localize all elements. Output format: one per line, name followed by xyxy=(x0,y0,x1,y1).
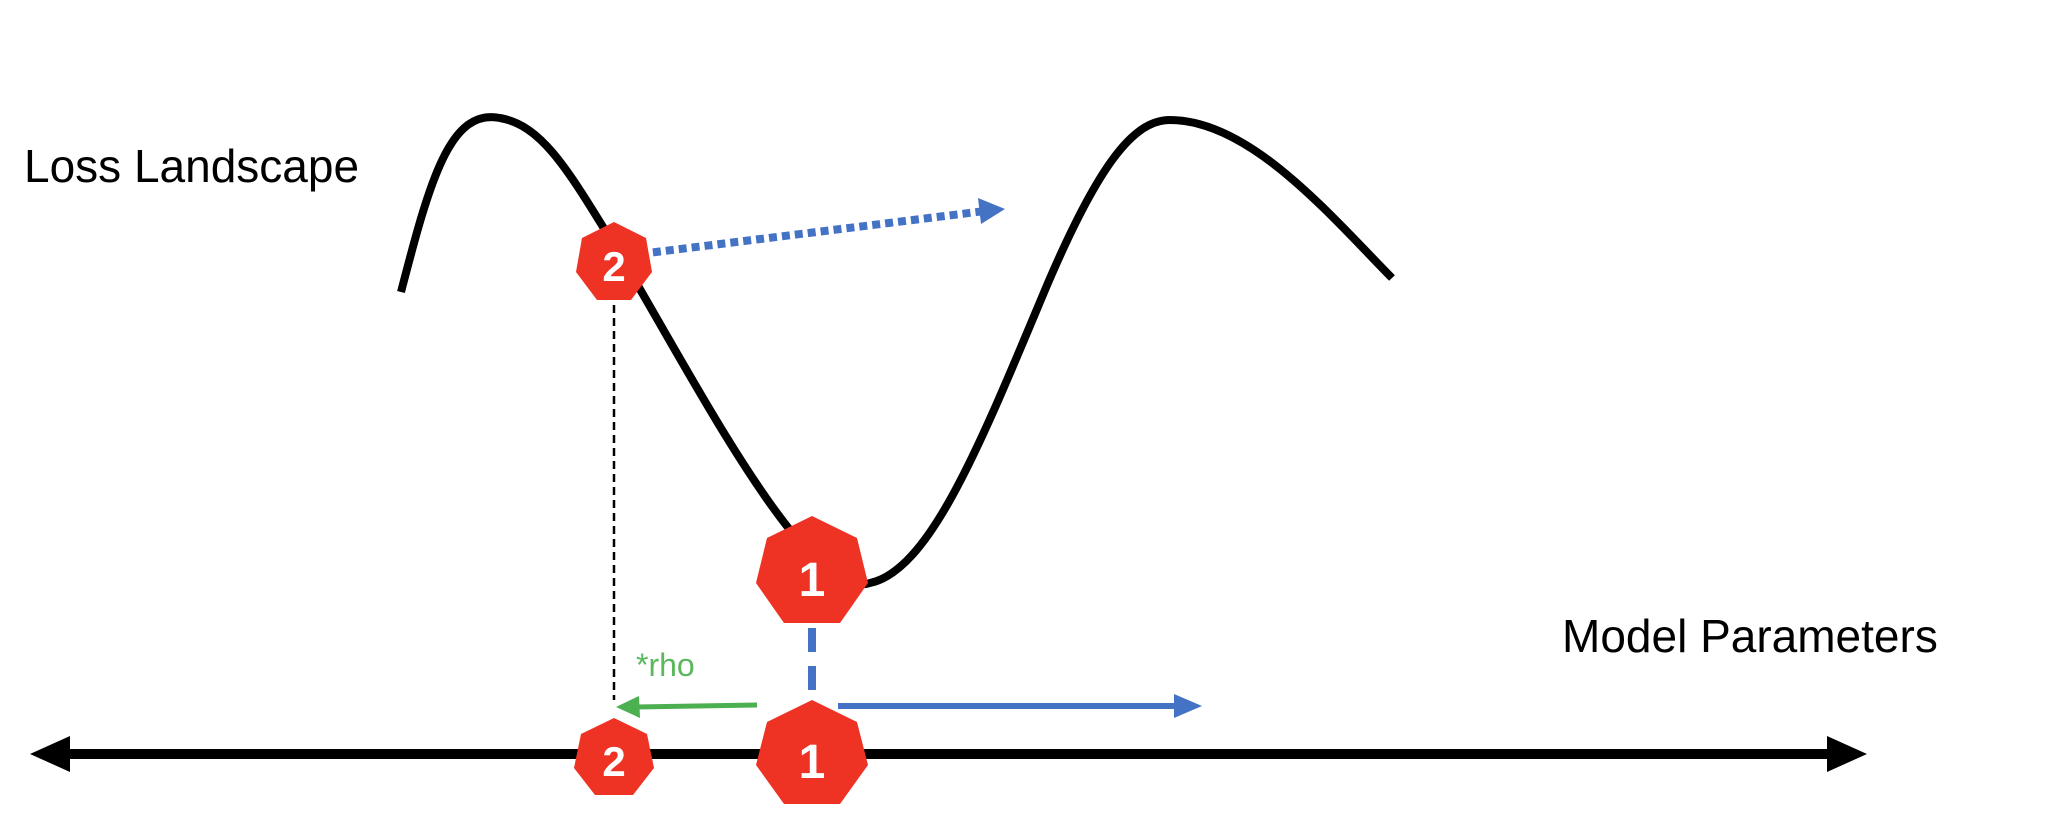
marker-1-curve: 1 xyxy=(756,516,868,623)
marker-2-curve: 2 xyxy=(576,222,652,300)
loss-landscape-label: Loss Landscape xyxy=(24,140,359,192)
model-parameters-label: Model Parameters xyxy=(1562,610,1938,662)
heptagon-icon xyxy=(756,700,868,804)
rho-label: *rho xyxy=(636,647,695,683)
rho-step-arrowhead xyxy=(616,696,640,718)
dotted-arrowhead xyxy=(978,198,1005,224)
marker-1-axis-label: 1 xyxy=(799,736,826,789)
marker-2-curve-label: 2 xyxy=(602,243,625,290)
loss-landscape-curve xyxy=(397,113,1395,589)
axis-left-arrowhead xyxy=(30,736,70,772)
marker-1-curve-label: 1 xyxy=(799,554,826,607)
gradient-arrowhead xyxy=(1174,694,1202,718)
heptagon-icon xyxy=(756,516,868,623)
axis-right-arrowhead xyxy=(1827,736,1867,772)
rho-step-arrow xyxy=(635,702,758,710)
heptagon-icon xyxy=(574,718,654,795)
marker-2-axis: 2 xyxy=(574,718,654,795)
marker-1-axis: 1 xyxy=(756,700,868,804)
marker-2-axis-label: 2 xyxy=(602,738,625,785)
ascent-direction-dotted-arrow xyxy=(639,207,986,258)
heptagon-icon xyxy=(576,222,652,300)
